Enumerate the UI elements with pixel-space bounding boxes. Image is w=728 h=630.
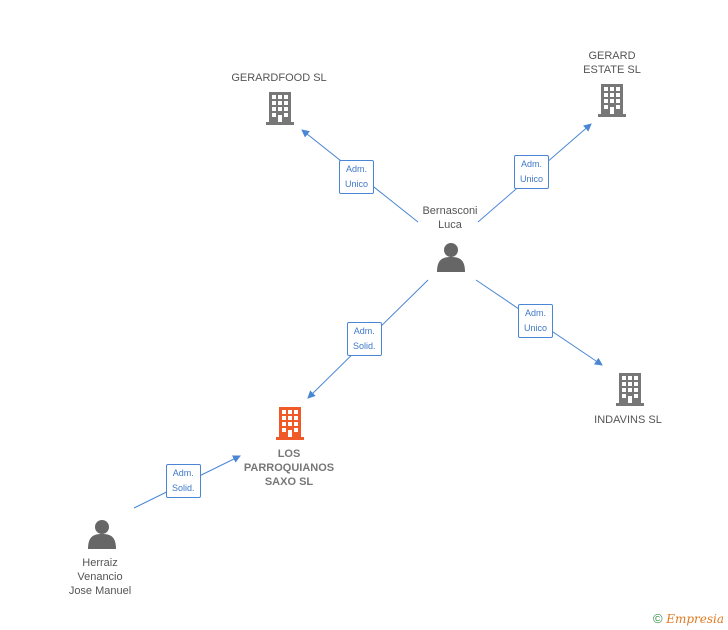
bernasconi-person-icon[interactable] <box>437 243 465 272</box>
edge-label-los-parroquianos: Adm. Solid. <box>347 322 382 356</box>
node-label-gerardfood[interactable]: GERARDFOOD SL <box>231 72 327 84</box>
edge-label-indavins: Adm. Unico <box>518 304 554 338</box>
node-label-bernasconi[interactable]: Bernasconi Luca <box>422 205 478 231</box>
los-parroquianos-building-icon[interactable] <box>276 407 304 440</box>
node-label-indavins[interactable]: INDAVINS SL <box>594 414 662 426</box>
node-label-herraiz[interactable]: Herraiz Venancio Jose Manuel <box>68 557 132 597</box>
node-label-los-parroquianos[interactable]: LOS PARROQUIANOS SAXO SL <box>243 448 335 488</box>
node-label-gerard-estate[interactable]: GERARD ESTATE SL <box>583 50 641 76</box>
edge-label-gerardfood: Adm. Unico <box>339 160 375 194</box>
edge-label-herraiz: Adm. Solid. <box>166 464 201 498</box>
copyright-symbol: © <box>652 611 663 626</box>
gerardfood-building-icon[interactable] <box>266 92 294 125</box>
edge-label-gerard-estate: Adm. Unico <box>514 155 550 189</box>
gerard-estate-building-icon[interactable] <box>598 84 626 117</box>
footer-brand[interactable]: © Empresia <box>653 611 724 626</box>
herraiz-person-icon[interactable] <box>88 520 116 549</box>
indavins-building-icon[interactable] <box>616 373 644 406</box>
brand-logo: Empresia <box>666 612 724 626</box>
